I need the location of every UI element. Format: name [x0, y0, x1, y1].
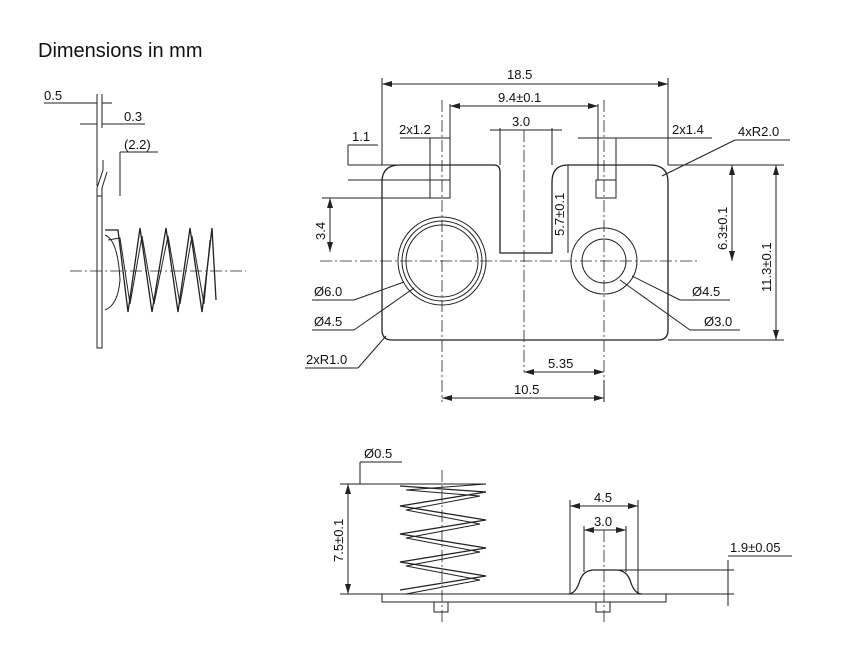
dim-gap: 0.3 — [124, 109, 142, 124]
front-spring — [399, 485, 487, 591]
dim-half-right: 5.35 — [548, 356, 573, 371]
dim-corner-top: 4xR2.0 — [738, 124, 779, 139]
dim-corner-bottom: 2xR1.0 — [306, 352, 347, 367]
dim-half-total: 10.5 — [514, 382, 539, 397]
front-plate — [381, 593, 667, 603]
dim-dia-inner: Ø4.5 — [314, 314, 342, 329]
dim-right-height: 6.3±0.1 — [715, 207, 730, 250]
dim-offset: (2.2) — [124, 137, 151, 152]
dim-boss-inner: 3.0 — [594, 514, 612, 529]
dim-hole-offset: 3.4 — [313, 222, 328, 240]
dim-thickness: 0.5 — [44, 88, 62, 103]
dim-edge: 1.1 — [352, 129, 370, 144]
dim-dia-right-inner: Ø3.0 — [704, 314, 732, 329]
top-view: 18.5 9.4±0.1 3.0 2x1.2 2x1.4 4xR2.0 1.1 — [305, 67, 790, 402]
dim-boss-height: 1.9±0.05 — [730, 540, 781, 555]
dim-width: 18.5 — [507, 67, 532, 82]
tab-left — [429, 179, 451, 199]
dim-boss-outer: 4.5 — [594, 490, 612, 505]
dim-dia-outer: Ø6.0 — [314, 284, 342, 299]
dim-spring-height: 7.5±0.1 — [331, 519, 346, 562]
side-view: 0.5 0.3 (2.2) — [44, 88, 246, 349]
dim-pitch: 9.4±0.1 — [498, 90, 541, 105]
terminal-outline — [381, 164, 669, 341]
dim-slot: 3.0 — [512, 114, 530, 129]
drawing-title: Dimensions in mm — [38, 40, 203, 62]
side-tab — [96, 160, 104, 196]
dim-wire: Ø0.5 — [364, 446, 392, 461]
dim-tab-left: 2x1.2 — [399, 122, 431, 137]
side-plate — [96, 195, 103, 349]
tab-right — [595, 179, 617, 199]
dim-dia-right-outer: Ø4.5 — [692, 284, 720, 299]
front-boss — [567, 569, 643, 595]
dim-slot-depth: 5.7±0.1 — [552, 193, 567, 236]
front-view: Ø0.5 7.5±0.1 4.5 3.0 1.9±0.05 — [331, 446, 792, 622]
side-spring — [105, 227, 217, 313]
dim-tab-right: 2x1.4 — [672, 122, 704, 137]
dim-height: 11.3±0.1 — [759, 242, 774, 292]
